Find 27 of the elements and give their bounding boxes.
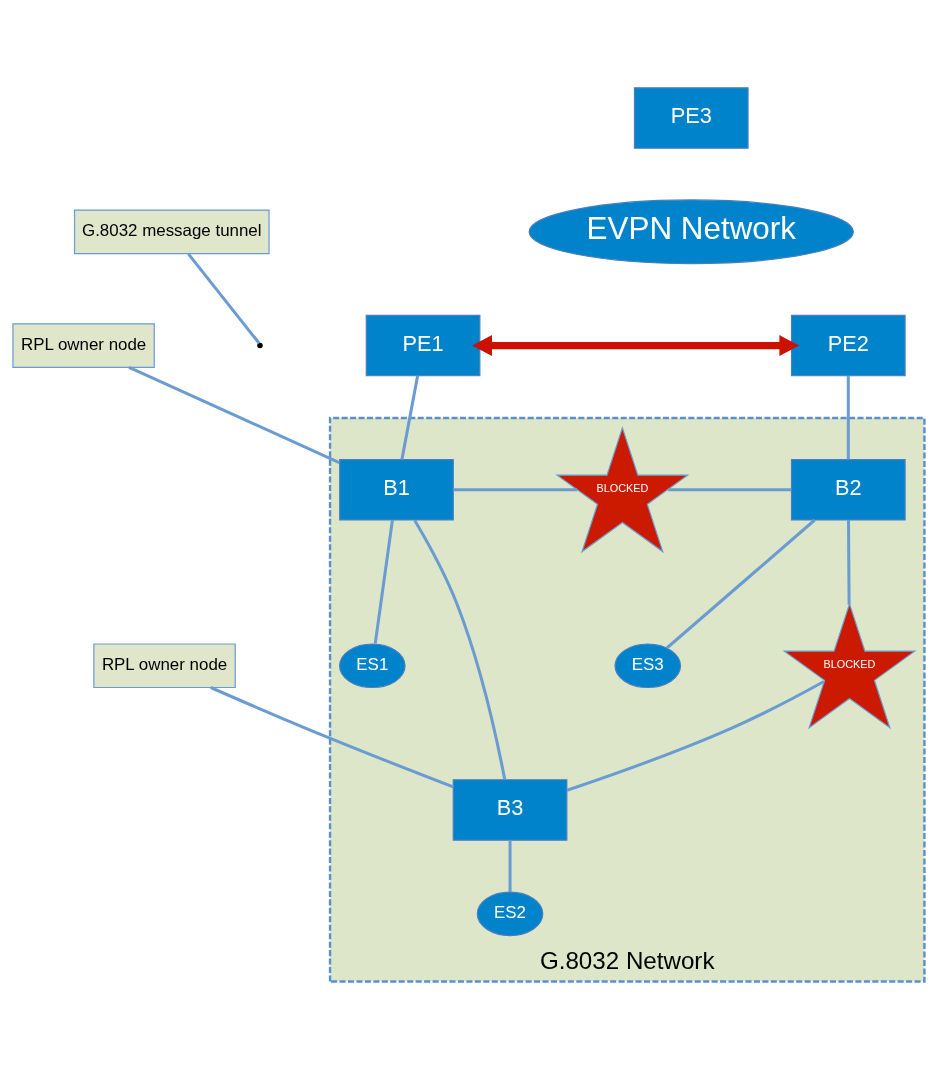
node-ellipse: EVPN Network: [528, 199, 854, 265]
node-box: PE1: [365, 314, 481, 377]
node-ellipse: ES3: [614, 643, 682, 689]
connector: [667, 488, 792, 492]
node-box: B1: [339, 458, 454, 521]
node-box: B2: [790, 458, 906, 521]
connector: [128, 366, 340, 464]
node-box: G.8032 message tunnel: [73, 209, 270, 255]
node-ellipse: ES1: [339, 643, 406, 689]
node-box: B3: [452, 779, 568, 841]
node-box: PE2: [790, 314, 906, 377]
connector: [508, 840, 512, 893]
node-box: RPL owner node: [12, 323, 155, 368]
node-box: PE3: [633, 87, 749, 149]
node-box: RPL owner node: [93, 643, 236, 689]
connector: [566, 680, 825, 792]
connector: [413, 519, 507, 780]
connector: [373, 519, 394, 644]
connector: [187, 253, 261, 345]
connector: [453, 488, 578, 492]
connector: [846, 375, 850, 460]
arrow: [472, 335, 800, 356]
node-ellipse: ES2: [476, 891, 544, 937]
connector: [400, 375, 420, 460]
connector: [210, 686, 454, 789]
connector: [847, 520, 851, 605]
connector: [665, 518, 816, 650]
